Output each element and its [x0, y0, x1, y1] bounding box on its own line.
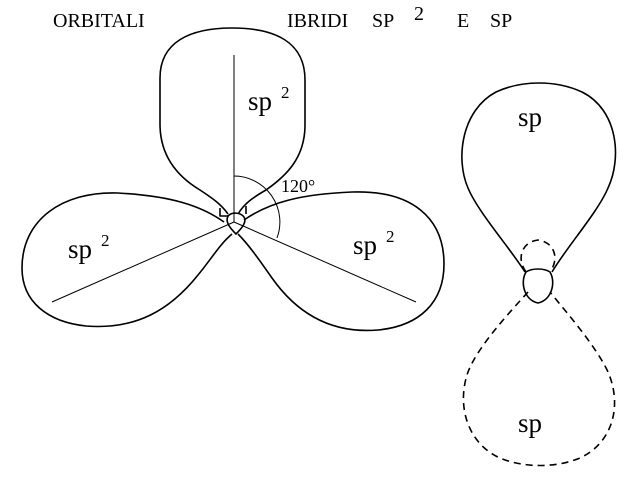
title-e: E: [457, 10, 469, 32]
sp-upper-label: sp: [518, 102, 542, 132]
title-orbitali: ORBITALI: [53, 10, 145, 32]
sp2-left-lobe: [21, 192, 233, 328]
sp2-left-label: sp: [68, 234, 92, 264]
sp2-right-lobe: [237, 191, 445, 332]
sp2-orbitals: 120° sp 2 sp 2 sp 2: [21, 27, 445, 332]
sp2-right-label: sp: [353, 230, 377, 260]
angle-arc: [233, 175, 281, 239]
sp2-top-exponent: 2: [281, 83, 290, 102]
title-sp: SP: [490, 10, 512, 32]
sp2-top-stem: [219, 206, 247, 217]
angle-label: 120°: [281, 176, 315, 196]
sp-lower-label: sp: [518, 408, 542, 438]
sp-nucleus: [522, 268, 554, 304]
sp2-left-exponent: 2: [101, 231, 110, 250]
sp2-nucleus: [226, 212, 246, 235]
title-sp2-base: SP: [372, 10, 394, 32]
title-ibridi: IBRIDI: [287, 10, 348, 32]
sp-lower-dashed-lobe: [462, 291, 616, 467]
sp-upper-lobe: [461, 82, 617, 273]
sp2-top-lobe: [159, 27, 306, 215]
sp-small-dashed-lobe: [520, 239, 556, 273]
sp-orbital: sp sp: [461, 82, 617, 467]
sp2-axis-right: [233, 221, 417, 303]
title-sp2-exponent: 2: [414, 3, 424, 25]
sp2-right-exponent: 2: [386, 227, 395, 246]
sp2-top-label: sp: [248, 86, 272, 116]
sp2-axis-left: [51, 221, 235, 303]
